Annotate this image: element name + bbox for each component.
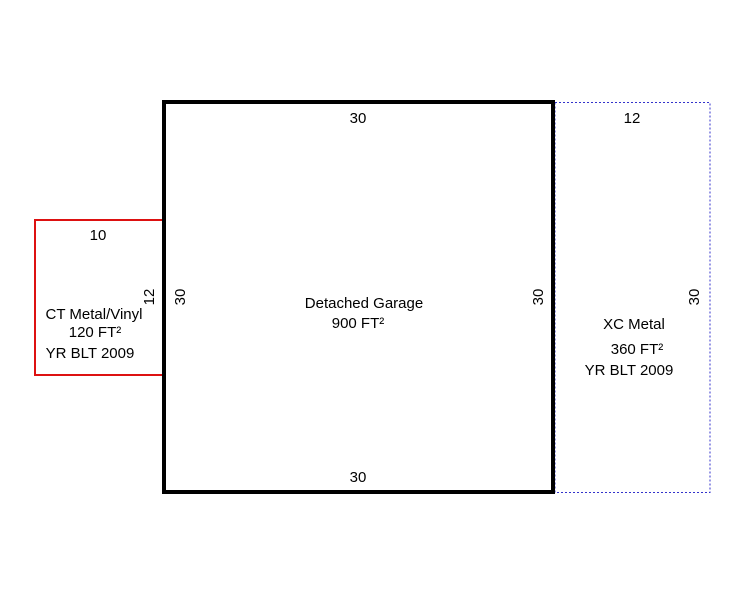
right-addition-area: 360 FT² bbox=[611, 341, 664, 358]
garage-bottom-dim: 30 bbox=[350, 469, 367, 486]
garage-left-dim: 30 bbox=[172, 289, 189, 306]
left-addition-top-dim: 10 bbox=[90, 227, 107, 244]
left-addition-name: CT Metal/Vinyl bbox=[46, 306, 143, 323]
left-addition-year: YR BLT 2009 bbox=[46, 345, 135, 362]
right-addition-name: XC Metal bbox=[603, 316, 665, 333]
right-addition-side-dim: 30 bbox=[686, 289, 703, 306]
right-addition-year: YR BLT 2009 bbox=[585, 362, 674, 379]
left-addition-area: 120 FT² bbox=[69, 324, 122, 341]
right-addition-outline bbox=[554, 102, 711, 493]
left-addition-side-dim: 12 bbox=[141, 289, 158, 306]
garage-area: 900 FT² bbox=[332, 315, 385, 332]
garage-right-dim: 30 bbox=[530, 289, 547, 306]
garage-top-dim: 30 bbox=[350, 110, 367, 127]
garage-name: Detached Garage bbox=[305, 295, 423, 312]
right-addition-top-dim: 12 bbox=[624, 110, 641, 127]
garage-outline bbox=[162, 100, 555, 494]
